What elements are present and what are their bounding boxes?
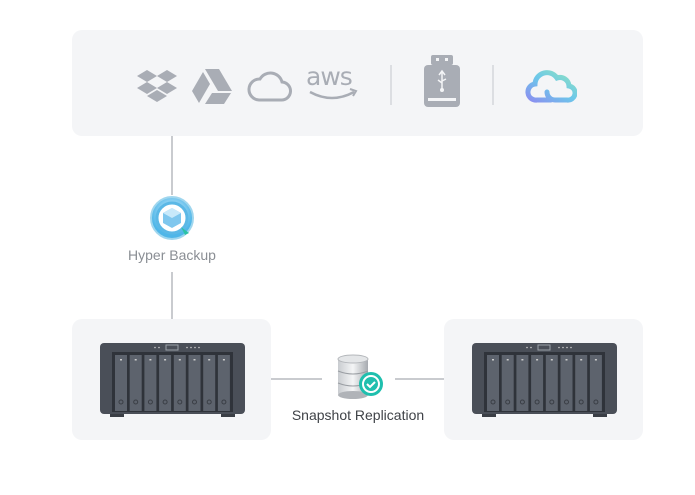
database-clock-icon [337,354,383,399]
drive-bay [144,355,157,411]
divider [492,65,494,105]
drive-bay [173,355,186,411]
snapshot-replication-label: Snapshot Replication [291,407,425,423]
drive-bay [217,355,230,411]
drive-bay [159,355,172,411]
drive-bay [487,355,499,411]
connector-line [171,272,173,319]
replication-line [271,378,322,380]
drive-bay [188,355,201,411]
hyper-backup-label: Hyper Backup [128,247,216,263]
drive-bay [560,355,573,411]
drive-bay [501,355,514,411]
aws-icon: aws [306,62,358,106]
source-nas-device [100,343,245,423]
dropbox-icon [137,70,177,102]
google-drive-icon [192,69,232,104]
drive-bay [516,355,529,411]
replication-line [395,378,444,380]
synology-c2-cloud-icon [525,70,577,103]
drive-bay [129,355,142,411]
drive-bay [115,355,127,411]
drive-bay [545,355,558,411]
drive-bay [575,355,588,411]
usb-drive-icon [424,55,460,107]
drive-bay [589,355,602,411]
drive-bay [531,355,544,411]
target-nas-device [472,343,617,423]
divider [390,65,392,105]
drive-bay [203,355,216,411]
hyper-backup-icon [150,196,194,240]
cloud-icon [247,71,292,102]
connector-line [171,136,173,195]
